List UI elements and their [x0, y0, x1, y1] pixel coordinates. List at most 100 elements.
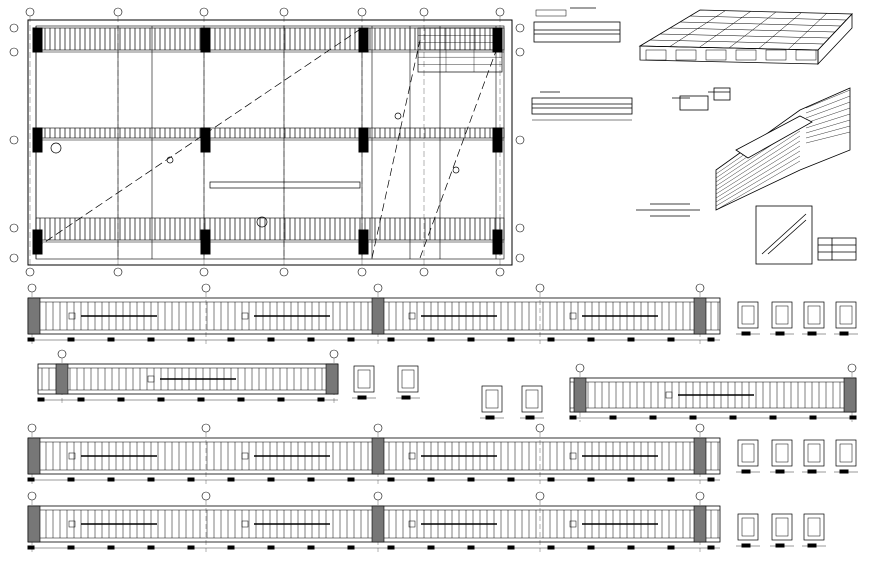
- bar-mark: [68, 520, 76, 528]
- section-stirrup: [485, 389, 499, 409]
- brick-course: [715, 160, 801, 211]
- dimension-tick: [587, 477, 595, 482]
- dimension-tick: [147, 545, 155, 550]
- brick-course: [715, 155, 801, 207]
- bar-mark: [408, 312, 416, 320]
- grid-bubble: [9, 23, 19, 33]
- grid-bubble: [515, 223, 525, 233]
- section-stirrup: [807, 443, 821, 463]
- dimension-tick: [689, 415, 697, 420]
- dimension-tick: [387, 477, 395, 482]
- dimension-tick: [317, 397, 325, 402]
- beam-cross-section: [770, 439, 794, 474]
- dimension-tick: [187, 477, 195, 482]
- section-label-mark: [775, 331, 785, 336]
- section-label-mark: [741, 331, 751, 336]
- column-support-hatch: [371, 297, 385, 335]
- beam-cross-section: [736, 301, 760, 336]
- bar-mark: [665, 391, 673, 399]
- section-label-mark: [775, 543, 785, 548]
- dimension-tick: [769, 415, 777, 420]
- column-support-hatch: [693, 297, 707, 335]
- legend-table-detail: [755, 205, 857, 265]
- grid-bubble: [419, 267, 429, 277]
- dimension-tick: [37, 397, 45, 402]
- dimension-tick: [77, 397, 85, 402]
- dimension-tick: [307, 545, 315, 550]
- dimension-tick: [187, 545, 195, 550]
- grid-bubble: [373, 423, 383, 433]
- section-stirrup: [741, 443, 755, 463]
- section-stirrup: [741, 305, 755, 325]
- grid-bubble: [515, 135, 525, 145]
- beam-cross-section: [770, 301, 794, 336]
- brick-course: [715, 150, 801, 203]
- beam-cross-section: [520, 385, 544, 420]
- dimension-tick: [227, 545, 235, 550]
- dimension-tick: [609, 415, 617, 420]
- dimension-tick: [267, 337, 275, 342]
- grid-bubble: [535, 491, 545, 501]
- bar-mark: [241, 312, 249, 320]
- section-stirrup: [807, 517, 821, 537]
- isometric-slab-detail: [638, 9, 853, 66]
- dimension-tick: [27, 477, 35, 482]
- grid-bubble: [201, 283, 211, 293]
- bar-mark: [68, 452, 76, 460]
- grid-bubble: [9, 253, 19, 263]
- dimension-tick: [307, 477, 315, 482]
- beam-cross-section: [352, 365, 376, 400]
- beam-cross-section: [736, 513, 760, 548]
- dimension-tick: [347, 477, 355, 482]
- section-outline: [835, 301, 857, 329]
- dimension-tick: [227, 337, 235, 342]
- column-support-hatch: [27, 505, 41, 543]
- dimension-tick: [147, 477, 155, 482]
- section-outline: [771, 513, 793, 541]
- dimension-tick: [107, 477, 115, 482]
- beam-elevations: [27, 283, 858, 552]
- section-outline: [737, 301, 759, 329]
- bar-mark: [241, 452, 249, 460]
- section-outline: [397, 365, 419, 393]
- section-stirrup: [741, 517, 755, 537]
- grid-bubble: [9, 223, 19, 233]
- column-support-hatch: [27, 297, 41, 335]
- dimension-tick: [187, 337, 195, 342]
- section-outline: [803, 301, 825, 329]
- plan-column: [200, 27, 211, 53]
- dimension-tick: [547, 545, 555, 550]
- brick-course: [805, 101, 851, 119]
- dimension-tick: [427, 477, 435, 482]
- section-outline: [521, 385, 543, 413]
- plan-column: [492, 127, 503, 153]
- section-outline: [353, 365, 375, 393]
- dimension-tick: [507, 477, 515, 482]
- grid-bubble: [535, 283, 545, 293]
- column-support-hatch: [693, 437, 707, 475]
- beam-cross-section: [802, 439, 826, 474]
- bar-mark: [68, 312, 76, 320]
- grid-bubble: [25, 267, 35, 277]
- dimension-tick: [729, 415, 737, 420]
- plan-column: [492, 27, 503, 53]
- beam-cross-section: [802, 513, 826, 548]
- section-stirrup: [775, 443, 789, 463]
- dimension-tick: [809, 415, 817, 420]
- section-stirrup: [839, 443, 853, 463]
- grid-bubble: [199, 267, 209, 277]
- beam-section-detail: [531, 91, 633, 121]
- section-stirrup: [839, 305, 853, 325]
- dimension-tick: [547, 477, 555, 482]
- reinforcement-callout: [636, 203, 700, 217]
- grid-bubble: [27, 283, 37, 293]
- column-support-hatch: [325, 363, 339, 395]
- dimension-tick: [197, 397, 205, 402]
- bar-mark: [569, 452, 577, 460]
- beam-cross-section: [396, 365, 420, 400]
- slab-section-detail: [533, 7, 621, 43]
- plan-column: [492, 229, 503, 255]
- section-label-mark: [525, 415, 535, 420]
- grid-bubble: [201, 423, 211, 433]
- grid-bubble: [201, 491, 211, 501]
